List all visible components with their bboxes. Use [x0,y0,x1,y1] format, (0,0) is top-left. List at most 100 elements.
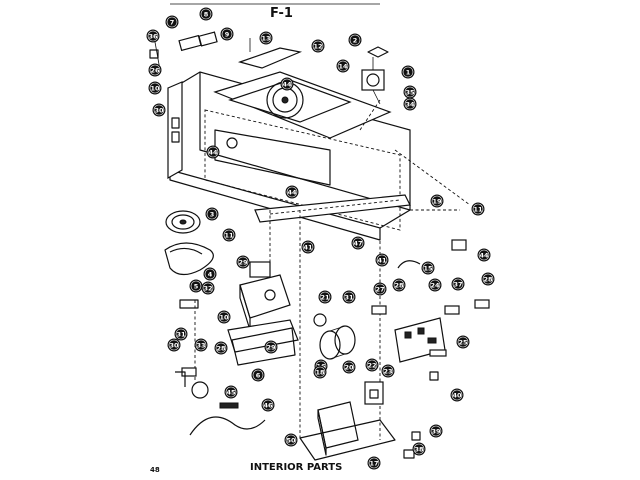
callout-number: 15 [423,265,433,273]
callout-bubble [336,59,350,73]
callout-35: 35 [403,85,417,99]
callout-28: 28 [481,272,495,286]
callout-5: 5 [189,279,203,293]
callout-number: 3 [210,211,215,219]
callout-36: 36 [146,29,160,43]
callout-bubble [199,7,213,21]
callout-6: 6 [251,368,265,382]
callout-number: 1 [406,69,411,77]
callout-ring [314,366,326,378]
callout-bubble [428,278,442,292]
callout-ring [337,60,349,72]
callout-ring [393,279,405,291]
screw-and-bracket [237,38,303,69]
callout-11: 11 [222,228,236,242]
callout-number: 31 [176,331,186,339]
callout-number: 2 [353,37,358,45]
callout-ring [302,241,314,253]
callout-ring [366,359,378,371]
callout-ring [149,64,161,76]
callout-31: 31 [174,327,188,341]
callout-number: 30 [154,107,164,115]
callout-bubble [284,433,298,447]
callout-bubble [224,385,238,399]
callout-bubble [203,267,217,281]
callout-bubble [401,65,415,79]
callout-bubble [430,194,444,208]
callout-number: 6 [256,372,261,380]
stirrer-motor [361,46,389,105]
callout-ring [206,208,218,220]
callout-number: 41 [377,257,387,265]
callout-ring [452,278,464,290]
callout-bubble [481,272,495,286]
callout-39: 39 [429,424,443,438]
callout-12: 12 [311,39,325,53]
callout-bubble [348,33,362,47]
callout-bubble [365,358,379,372]
lamp-assembly [149,31,218,71]
callout-ring [262,399,274,411]
relay [364,381,384,405]
callout-bubble [148,63,162,77]
callout-number: 44 [208,149,218,157]
callout-29: 29 [236,255,250,269]
callout-7: 7 [165,15,179,29]
callout-number: 35 [405,89,415,97]
callout-number: 39 [431,428,441,436]
callout-ring [195,339,207,351]
callout-number: 28 [216,345,226,353]
callout-number: 50 [286,437,296,445]
callout-bubble [477,248,491,262]
callout-ring [376,254,388,266]
callout-ring [223,229,235,241]
callout-number: 44 [282,81,292,89]
callout-ring [451,389,463,401]
top-plate-assembly [213,71,392,139]
callout-ring [149,82,161,94]
callout-number: 22 [367,362,376,370]
assembly-guides [194,99,471,440]
callout-ring [225,386,237,398]
callout-ring [147,30,159,42]
callout-28: 28 [214,341,228,355]
front-rail [254,194,411,223]
control-board [394,317,447,363]
callout-20: 20 [342,360,356,374]
callout-ring [153,104,165,116]
callout-40: 40 [450,388,464,402]
callout-ring [382,365,394,377]
callout-number: 41 [303,244,313,252]
callout-bubble [381,364,395,378]
callout-44: 44 [477,248,491,262]
callout-1: 1 [401,65,415,79]
callout-ring [402,66,414,78]
callout-bubble [189,279,203,293]
callout-ring [404,86,416,98]
callout-ring [202,282,214,294]
callout-ring [215,342,227,354]
callout-10: 10 [148,81,162,95]
thermal-cutout-parts [175,299,209,399]
callout-38: 38 [412,442,426,456]
callout-bubble [261,398,275,412]
callout-bubble [367,456,381,470]
callout-bubble [450,388,464,402]
callout-ring [200,8,212,20]
callout-23: 23 [381,364,395,378]
callout-21: 21 [318,290,332,304]
callout-26: 26 [148,63,162,77]
callout-number: 24 [430,282,440,290]
callout-ring [430,425,442,437]
callout-number: 23 [383,368,392,376]
callout-number: 29 [238,259,248,267]
callout-ring [218,311,230,323]
door-switches [371,239,490,315]
page-number: 48 [150,466,160,474]
callout-number: 45 [226,389,236,397]
callout-29: 29 [264,340,278,354]
callout-bubble [285,185,299,199]
callout-bubble [174,327,188,341]
